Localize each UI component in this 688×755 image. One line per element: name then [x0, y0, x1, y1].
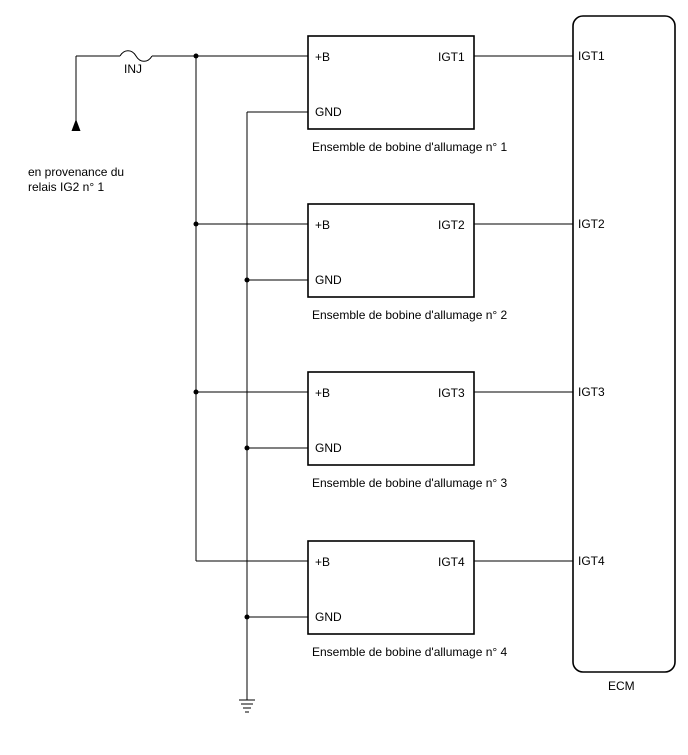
supply-feed: en provenance du relais IG2 n° 1 [28, 55, 124, 194]
ignition-coil-1: +B GND IGT1 Ensemble de bobine d'allumag… [193, 35, 573, 154]
ignition-coil-3: +B GND IGT3 Ensemble de bobine d'allumag… [193, 371, 573, 490]
junction-dot [193, 53, 199, 59]
coil-3-gnd-label: GND [315, 441, 342, 455]
junction-dot [244, 277, 250, 283]
coil-4-igt-label: IGT4 [438, 555, 465, 569]
coil-2-box [307, 203, 475, 298]
coil-2-gnd-label: GND [315, 273, 342, 287]
junction-dot [244, 614, 250, 620]
ecm-pin-igt2: IGT2 [578, 217, 605, 231]
ecm-pin-igt1: IGT1 [578, 49, 605, 63]
coil-2-plus-label: +B [315, 218, 330, 232]
source-label-line-2: relais IG2 n° 1 [28, 180, 104, 194]
coil-1-name: Ensemble de bobine d'allumage n° 1 [312, 140, 508, 154]
source-label-line-1: en provenance du [28, 165, 124, 179]
fuse-icon [119, 50, 153, 62]
coil-1-plus-label: +B [315, 50, 330, 64]
junction-dot [193, 221, 199, 227]
fuse-inj: INJ [119, 50, 196, 76]
coil-2-name: Ensemble de bobine d'allumage n° 2 [312, 308, 508, 322]
ecm-label: ECM [608, 679, 635, 693]
coil-3-igt-label: IGT3 [438, 386, 465, 400]
coil-3-box [307, 371, 475, 466]
ecm-module: IGT1 IGT2 IGT3 IGT4 ECM [572, 15, 676, 693]
coil-1-gnd-label: GND [315, 105, 342, 119]
supply-arrow-icon [71, 119, 81, 131]
junction-dot [193, 389, 199, 395]
ignition-coil-4: +B GND IGT4 Ensemble de bobine d'allumag… [196, 540, 573, 659]
coil-4-plus-label: +B [315, 555, 330, 569]
coil-2-igt-label: IGT2 [438, 218, 465, 232]
coil-4-box [307, 540, 475, 635]
junction-dot [244, 445, 250, 451]
ecm-pin-igt4: IGT4 [578, 554, 605, 568]
fuse-label: INJ [124, 62, 142, 76]
coil-3-name: Ensemble de bobine d'allumage n° 3 [312, 476, 508, 490]
ground-bus [239, 112, 255, 713]
ground-icon [239, 699, 255, 713]
coil-1-box [307, 35, 475, 130]
coil-3-plus-label: +B [315, 386, 330, 400]
ignition-coil-2: +B GND IGT2 Ensemble de bobine d'allumag… [193, 203, 573, 322]
coil-4-gnd-label: GND [315, 610, 342, 624]
coil-4-name: Ensemble de bobine d'allumage n° 4 [312, 645, 508, 659]
ecm-box [572, 15, 676, 673]
ecm-pin-igt3: IGT3 [578, 385, 605, 399]
coil-1-igt-label: IGT1 [438, 50, 465, 64]
